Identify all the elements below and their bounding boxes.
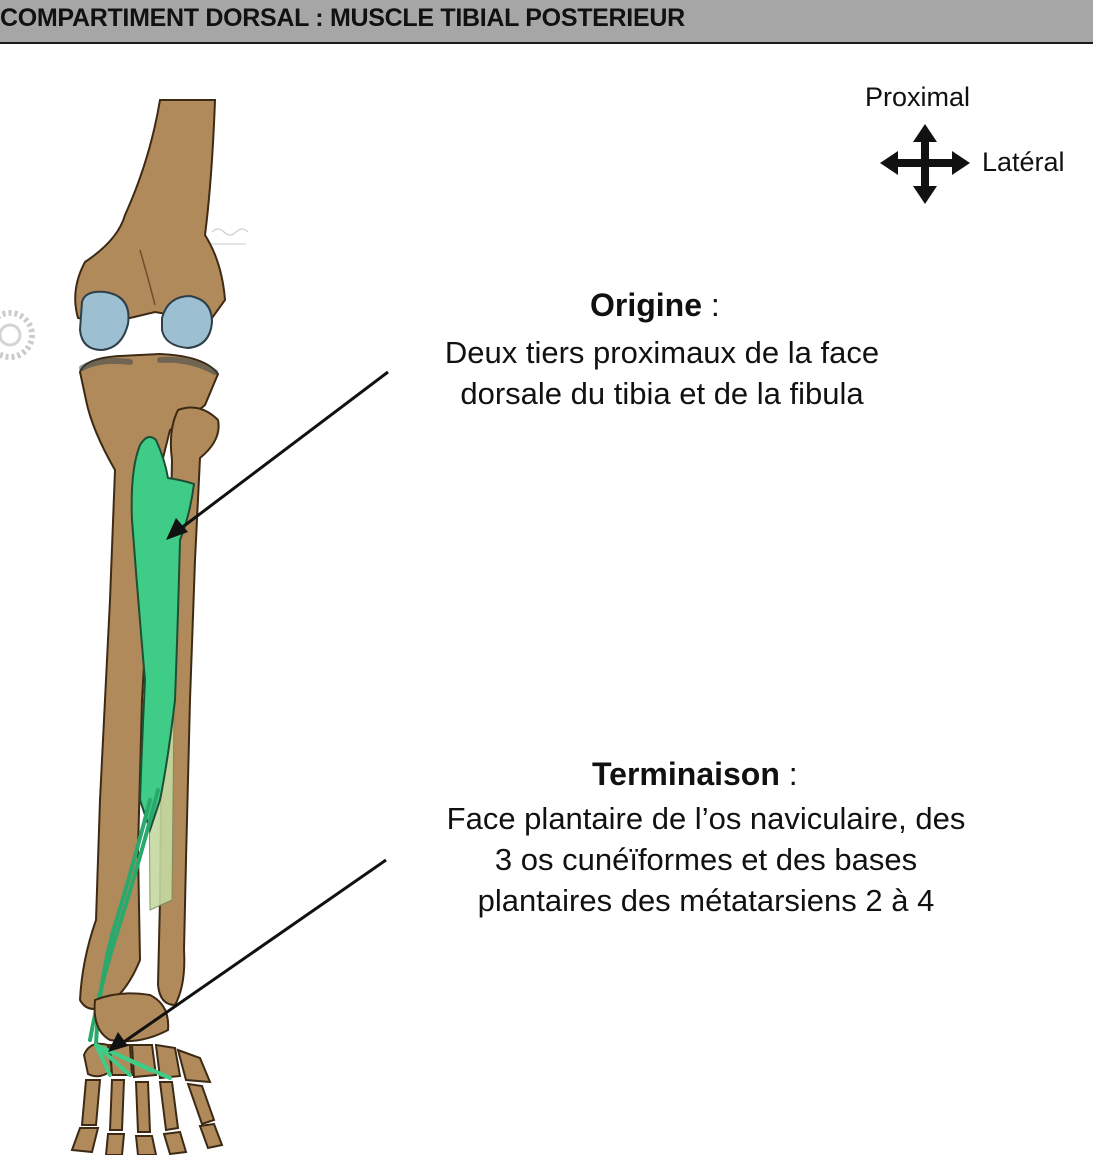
watermark-logo bbox=[0, 310, 35, 360]
insertion-title: Terminaison : bbox=[592, 756, 798, 792]
tibia bbox=[78, 352, 220, 1010]
insertion-text: Face plantaire de l’os naviculaire, des … bbox=[400, 798, 1012, 921]
insertion-line: Face plantaire de l’os naviculaire, des bbox=[446, 801, 966, 836]
origin-line: Deux tiers proximaux de la face bbox=[444, 335, 880, 370]
page-title: COMPARTIMENT DORSAL : MUSCLE TIBIAL POST… bbox=[0, 4, 685, 32]
compass-label-lateral: Latéral bbox=[982, 147, 1065, 177]
insertion-line: 3 os cunéïformes et des bases bbox=[494, 842, 918, 877]
insertion-line: plantaires des métatarsiens 2 à 4 bbox=[477, 883, 935, 918]
compass-label-proximal: Proximal bbox=[865, 82, 971, 112]
insertion-pointer-arrow bbox=[108, 858, 387, 1052]
artist-signature bbox=[211, 228, 249, 245]
condyle-cartilage-medial bbox=[78, 290, 130, 352]
origin-line: dorsale du tibia et de la fibula bbox=[460, 376, 864, 411]
femur bbox=[74, 99, 227, 324]
header-bar: COMPARTIMENT DORSAL : MUSCLE TIBIAL POST… bbox=[0, 0, 1093, 44]
origin-pointer-arrow bbox=[166, 370, 389, 540]
four-way-arrow-icon bbox=[880, 124, 970, 204]
tendon-insertion-fan bbox=[94, 1043, 172, 1080]
condyle-cartilage-lateral bbox=[161, 294, 214, 350]
origin-title: Origine : bbox=[590, 287, 720, 323]
origin-text: Deux tiers proximaux de la face dorsale … bbox=[392, 332, 932, 414]
foot-bones bbox=[70, 992, 224, 1155]
